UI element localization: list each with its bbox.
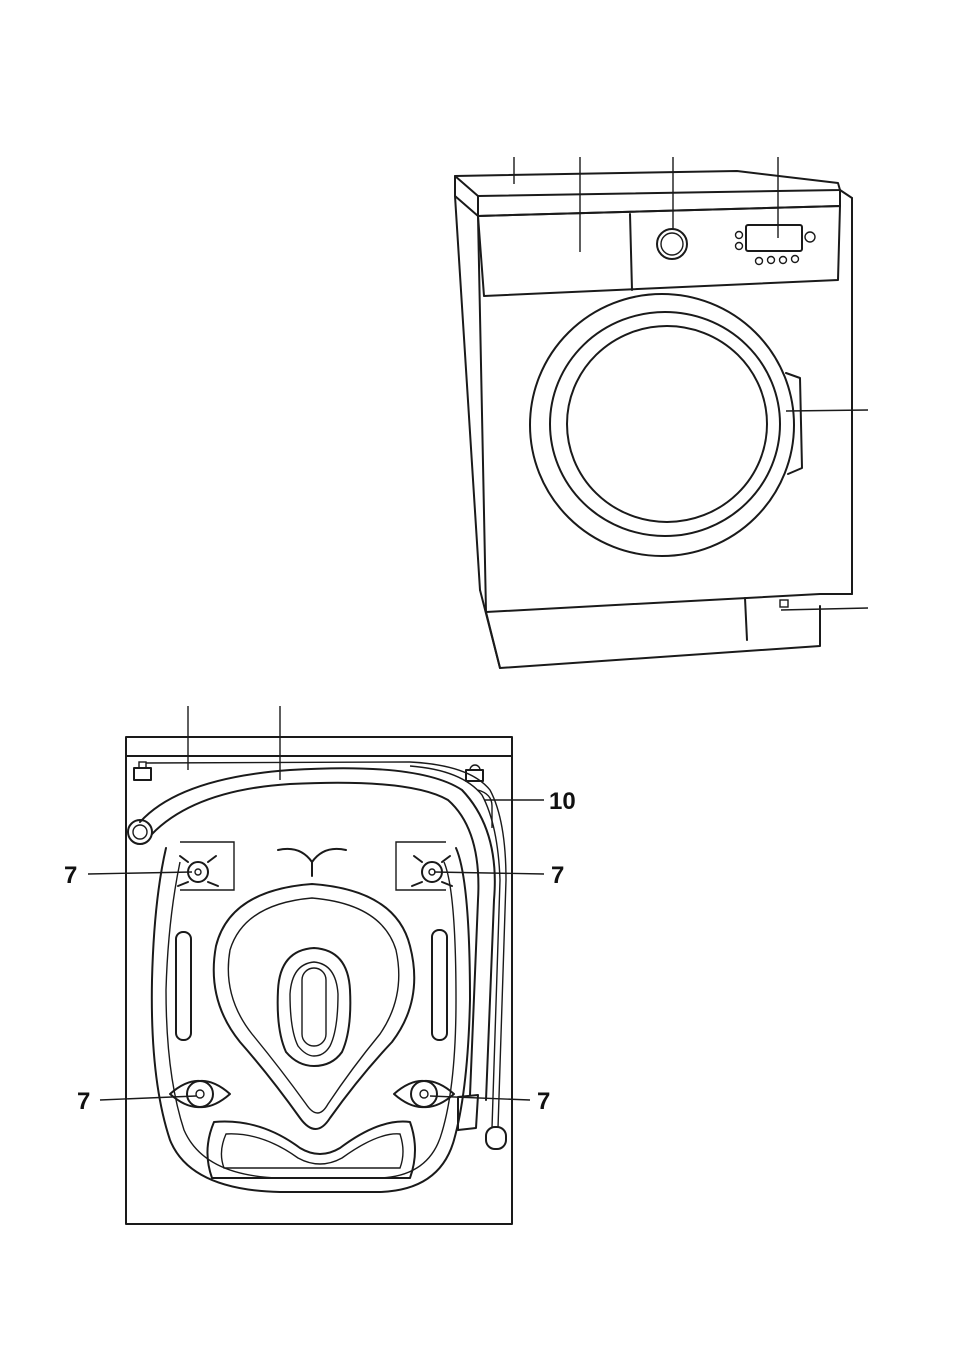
control-panel bbox=[478, 206, 840, 296]
front-view-washing-machine bbox=[455, 157, 868, 668]
display-screen bbox=[746, 225, 802, 251]
tub-outline bbox=[152, 848, 470, 1192]
callout-label-7-upper-left: 7 bbox=[64, 862, 77, 889]
front-callout-leaders bbox=[514, 157, 868, 610]
power-cable bbox=[146, 762, 506, 1149]
transit-bolt-upper-right bbox=[396, 842, 452, 890]
rear-view-washing-machine: 10 7 7 7 7 bbox=[64, 706, 576, 1224]
mains-plug bbox=[486, 1127, 506, 1149]
top-hook-right bbox=[466, 770, 483, 781]
top-hook-left bbox=[134, 768, 151, 780]
door bbox=[530, 294, 802, 556]
transit-bolt-upper-left bbox=[178, 842, 234, 890]
plinth bbox=[486, 594, 852, 640]
hose-clip-top-right bbox=[478, 790, 492, 828]
callout-label-7-lower-right: 7 bbox=[537, 1088, 550, 1115]
cabinet bbox=[455, 171, 852, 668]
transit-bolt-lower-left bbox=[170, 1081, 230, 1107]
transit-bolt-lower-right bbox=[394, 1081, 454, 1107]
callout-label-10: 10 bbox=[549, 788, 576, 815]
start-button bbox=[805, 232, 815, 242]
callout-label-7-upper-right: 7 bbox=[551, 862, 564, 889]
callout-label-7-lower-left: 7 bbox=[77, 1088, 90, 1115]
filter-cover-catch bbox=[780, 600, 788, 607]
